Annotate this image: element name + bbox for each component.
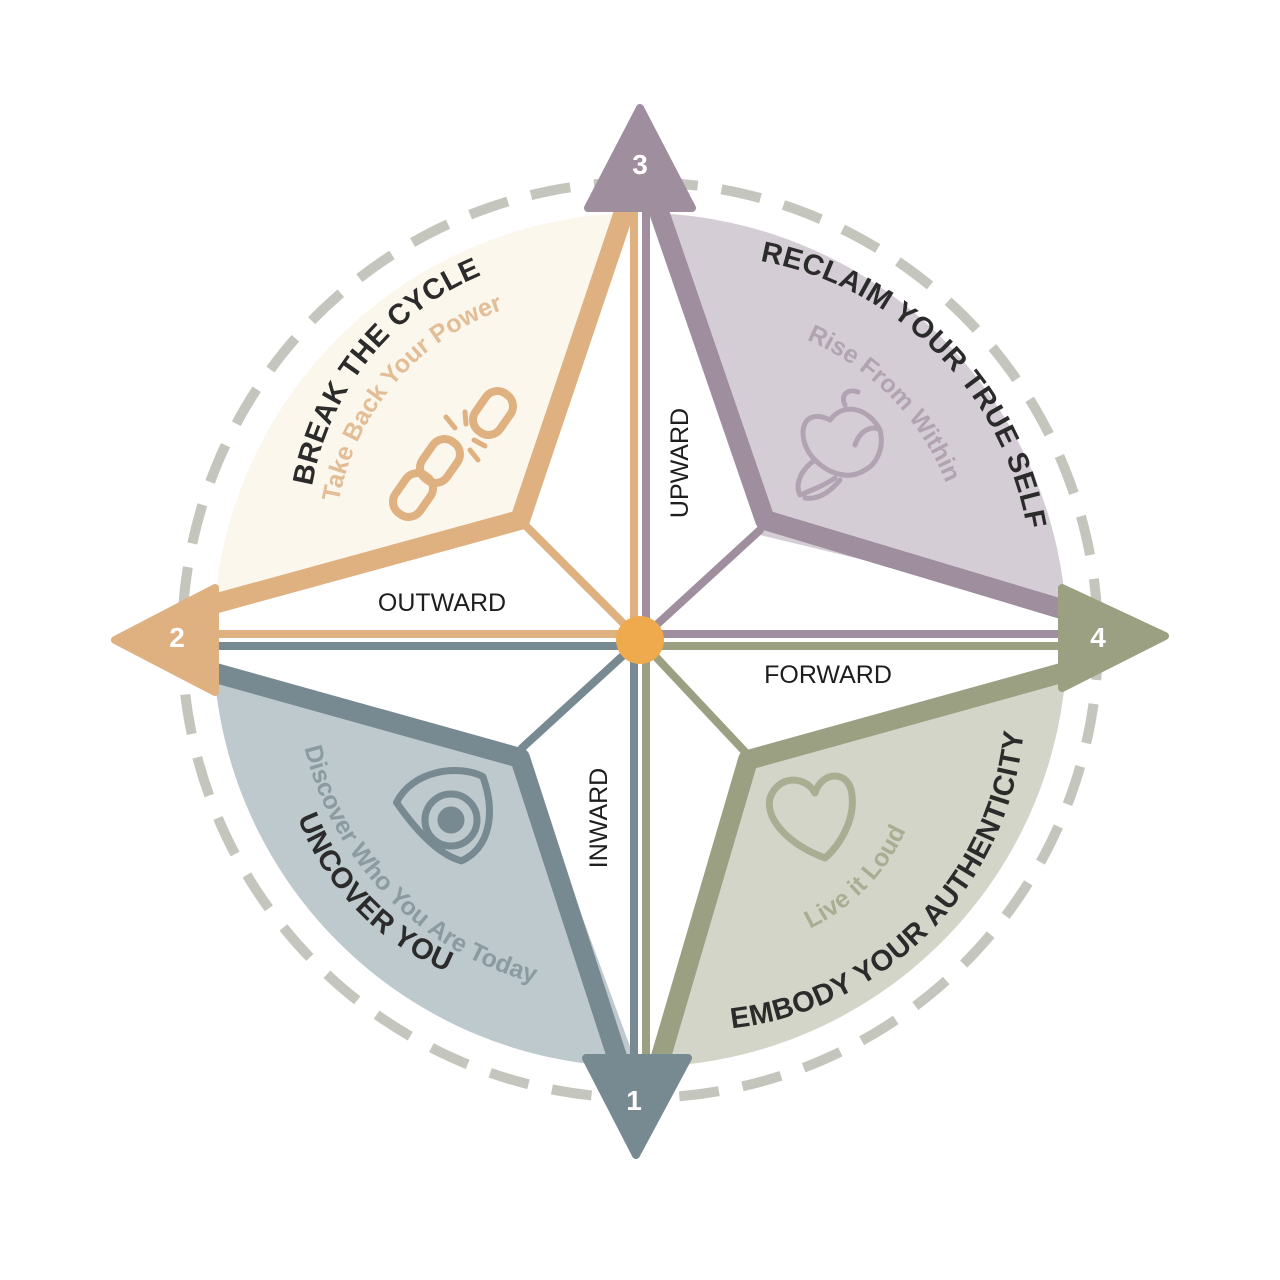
number-1: 1	[626, 1085, 642, 1116]
spoke-diag-se	[636, 636, 752, 759]
broken-chain-icon	[389, 387, 517, 521]
arrow-head-1	[582, 1054, 692, 1159]
eye-icon	[393, 767, 493, 865]
number-4: 4	[1090, 622, 1106, 653]
direction-outward: OUTWARD	[378, 589, 506, 617]
heart-icon	[765, 772, 856, 862]
edge-reclaim	[645, 190, 1075, 620]
edge-embody	[650, 662, 1075, 1070]
direction-upward: UPWARD	[666, 408, 694, 518]
arrow-head-3	[584, 104, 696, 212]
arrow-head-2	[111, 584, 219, 696]
star-edges	[200, 190, 1075, 1070]
inner-spokes	[206, 201, 1074, 1069]
arrow-head-4	[1058, 584, 1169, 692]
spoke-diag-sw	[518, 636, 644, 752]
spoke-diag-nw	[516, 516, 644, 644]
edge-uncover	[202, 662, 628, 1070]
direction-forward: FORWARD	[764, 661, 892, 689]
number-3: 3	[632, 149, 648, 180]
center-dot	[616, 616, 664, 664]
spoke-diag-ne	[636, 526, 764, 644]
direction-inward: INWARD	[585, 768, 613, 868]
number-2: 2	[169, 622, 185, 653]
phoenix-icon	[795, 388, 884, 501]
